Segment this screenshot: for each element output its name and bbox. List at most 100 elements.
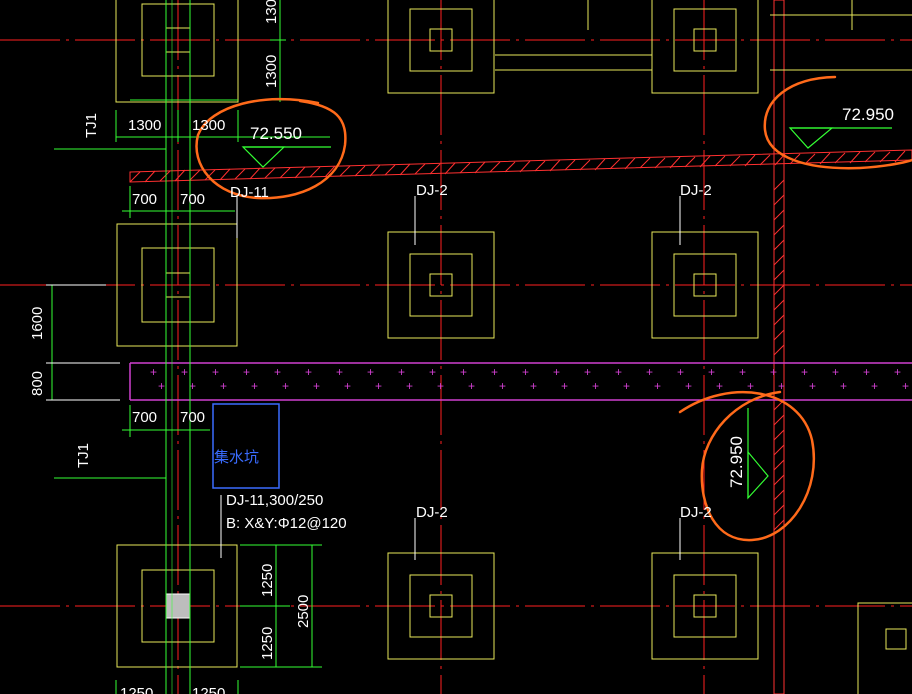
label-dj11-spec-line1: DJ-11,300/250	[226, 492, 323, 509]
label-dj2-b: DJ-2	[680, 182, 712, 199]
beam-marker-icon: +	[499, 379, 506, 393]
beam-marker-icon: +	[305, 365, 312, 379]
dim-top-vertical-upper: 1300	[263, 0, 280, 24]
footing-dj2-bottom-right[interactable]	[651, 552, 759, 660]
beam-marker-icon: +	[809, 379, 816, 393]
beam-marker-icon: +	[863, 365, 870, 379]
footing-dj2-middle[interactable]	[387, 231, 495, 339]
beam-marker-icon: +	[336, 365, 343, 379]
beam-marker-icon: +	[375, 379, 382, 393]
beam-marker-icon: +	[189, 379, 196, 393]
beam-marker-icon: +	[243, 365, 250, 379]
beam-marker-icon: +	[654, 379, 661, 393]
label-tj1-top: TJ1	[83, 113, 100, 138]
column-square-icon	[165, 593, 191, 619]
beam-marker-icon: +	[220, 379, 227, 393]
beam-marker-icon: +	[344, 379, 351, 393]
beam-marker-icon: +	[902, 379, 909, 393]
beam-marker-icon: +	[739, 365, 746, 379]
label-dj2-a: DJ-2	[416, 182, 448, 199]
beam-marker-icon: +	[840, 379, 847, 393]
beam-marker-icon: +	[894, 365, 901, 379]
footing-top-middle[interactable]	[387, 0, 495, 94]
beam-marker-icon: +	[522, 365, 529, 379]
dimension-lines	[46, 0, 330, 694]
dim-upper-700-left: 700	[132, 191, 157, 208]
label-tj1-bottom: TJ1	[75, 443, 92, 468]
beam-marker-icon: +	[623, 379, 630, 393]
beam-marker-icon: +	[708, 365, 715, 379]
dim-upper-700-right: 700	[180, 191, 205, 208]
dim-lower-700-right: 700	[180, 409, 205, 426]
dim-bottom-left: 1250	[120, 685, 153, 694]
beam-marker-icon: +	[747, 379, 754, 393]
label-collection-pit: 集水坑	[214, 449, 259, 466]
review-markup-circles	[195, 75, 912, 542]
footing-top-left[interactable]	[115, 0, 239, 103]
label-dj2-d: DJ-2	[680, 504, 712, 521]
hatched-wall-vertical	[773, 0, 785, 694]
beam-marker-icon: +	[716, 379, 723, 393]
label-dj11-spec-line2: B: X&Y:Φ12@120	[226, 515, 347, 532]
beam-marker-icon: +	[274, 365, 281, 379]
beam-marker-icon: +	[158, 379, 165, 393]
beam-marker-icon: +	[677, 365, 684, 379]
elevation-top-right: 72.950	[842, 105, 894, 124]
footing-dj11-lower[interactable]	[116, 544, 238, 668]
beam-marker-icon: +	[770, 365, 777, 379]
beam-marker-icon: +	[313, 379, 320, 393]
markup-circle-top-right	[763, 75, 912, 170]
strip-beam: ++++++++++++++++++++++++++++++++++++++++…	[129, 362, 912, 401]
collection-pit-box[interactable]	[212, 403, 280, 489]
markup-circle-right	[678, 390, 816, 542]
dim-top-horizontal-right: 1300	[192, 117, 225, 134]
beam-marker-icon: +	[871, 379, 878, 393]
footing-dj2-right[interactable]	[651, 231, 759, 339]
leader-lines	[220, 195, 681, 560]
beam-marker-icon: +	[181, 365, 188, 379]
tj1-strip-lines	[165, 0, 191, 694]
beam-marker-icon: +	[561, 379, 568, 393]
beam-marker-icon: +	[398, 365, 405, 379]
markup-circle-left	[195, 97, 347, 200]
dim-top-horizontal-left: 1300	[128, 117, 161, 134]
hatched-wall-diagonal	[129, 149, 912, 183]
beam-marker-icon: +	[437, 379, 444, 393]
footing-top-right[interactable]	[651, 0, 759, 94]
dim-left-800: 800	[29, 371, 46, 396]
dim-bottom-right: 1250	[192, 685, 225, 694]
label-dj11-top: DJ-11	[230, 184, 269, 201]
beam-marker-icon: +	[615, 365, 622, 379]
beam-marker-icon: +	[584, 365, 591, 379]
beam-marker-icon: +	[592, 379, 599, 393]
beam-marker-icon: +	[646, 365, 653, 379]
beam-marker-icon: +	[367, 365, 374, 379]
beam-marker-icon: +	[468, 379, 475, 393]
beam-marker-icon: +	[832, 365, 839, 379]
dim-right-2500: 2500	[295, 595, 312, 628]
label-dj2-c: DJ-2	[416, 504, 448, 521]
beam-marker-icon: +	[801, 365, 808, 379]
dim-right-1250-upper: 1250	[259, 564, 276, 597]
beam-marker-icon: +	[460, 365, 467, 379]
beam-marker-icon: +	[778, 379, 785, 393]
footing-dj2-bottom-middle[interactable]	[387, 552, 495, 660]
beam-marker-icon: +	[553, 365, 560, 379]
text-layer: TJ1 TJ1 1300 1300 1300 1300 700 700 DJ-1…	[29, 0, 894, 694]
beam-marker-icon: +	[406, 379, 413, 393]
footing-partial-corner	[857, 602, 912, 694]
beam-marker-icon: +	[150, 365, 157, 379]
dim-right-1250-lower: 1250	[259, 627, 276, 660]
beam-marker-icon: +	[491, 365, 498, 379]
elevation-right-vertical: 72.950	[727, 436, 746, 488]
top-connector-lines	[495, 0, 912, 71]
beam-marker-icon: +	[282, 379, 289, 393]
beam-marker-icon: +	[429, 365, 436, 379]
beam-marker-icon: +	[530, 379, 537, 393]
elevation-left: 72.550	[250, 124, 302, 143]
beam-marker-icon: +	[212, 365, 219, 379]
dim-top-vertical-lower: 1300	[263, 55, 280, 88]
beam-marker-icon: +	[251, 379, 258, 393]
